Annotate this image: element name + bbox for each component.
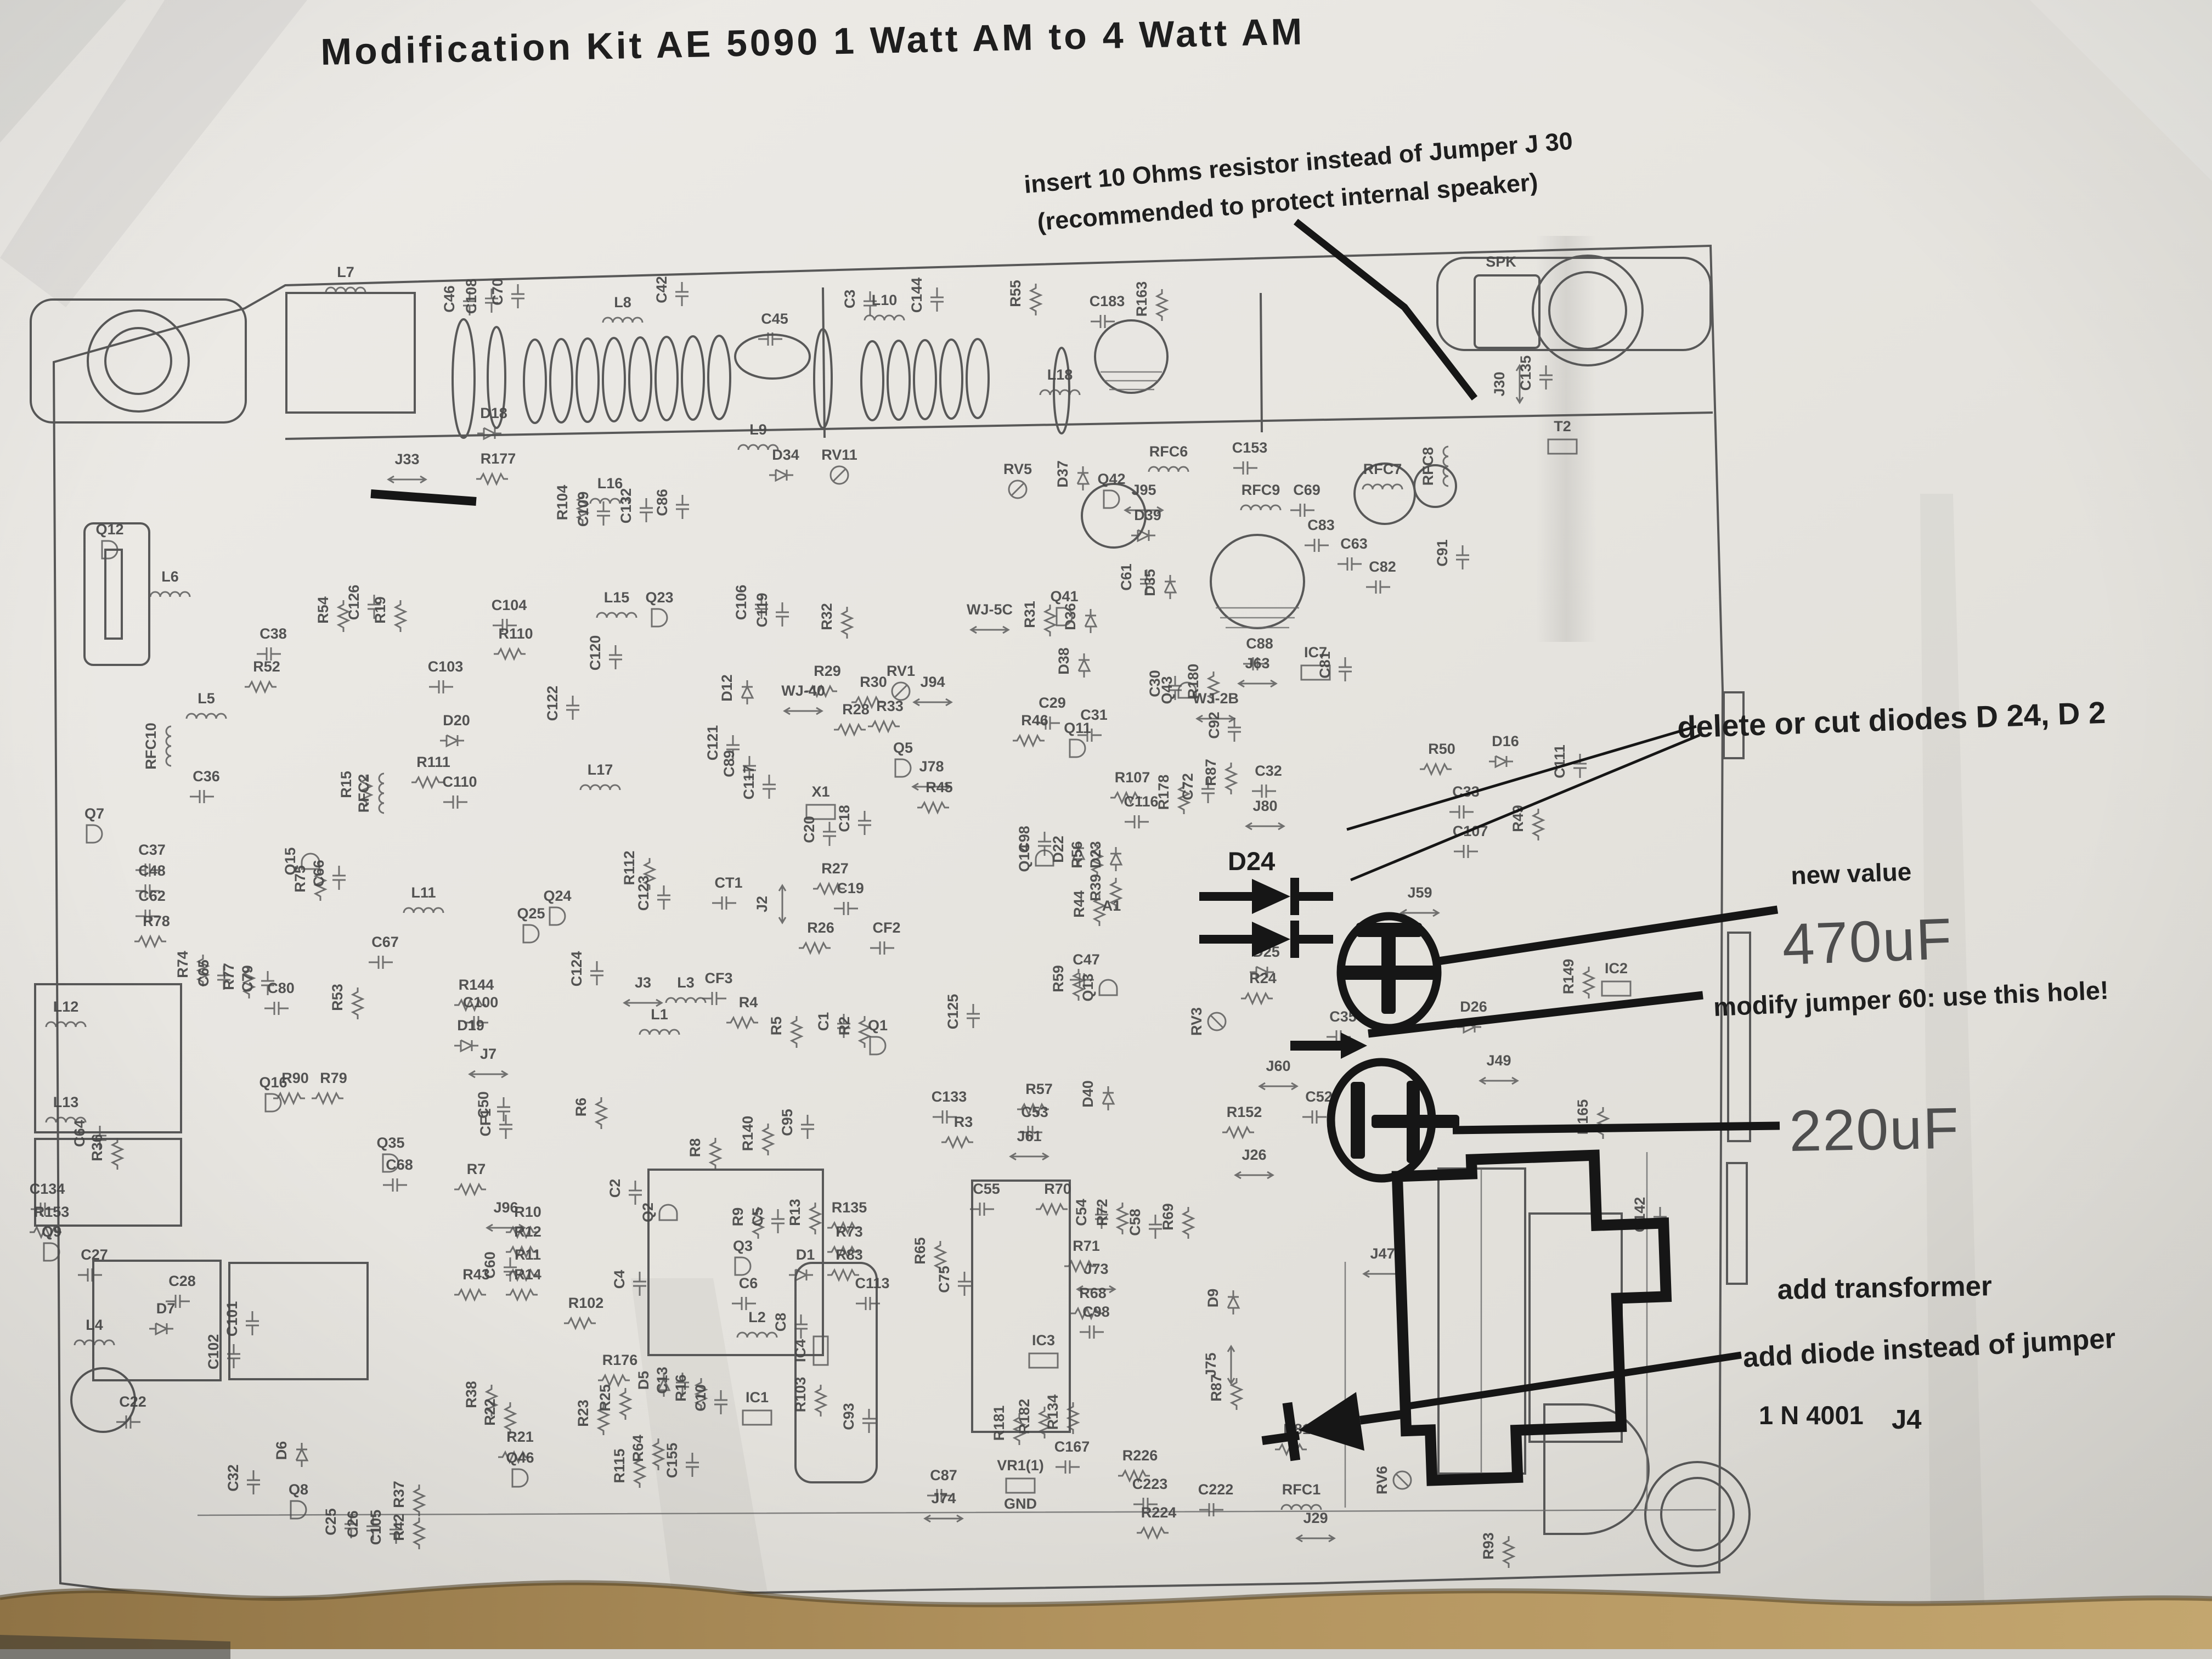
table-surface	[0, 1580, 2212, 1659]
